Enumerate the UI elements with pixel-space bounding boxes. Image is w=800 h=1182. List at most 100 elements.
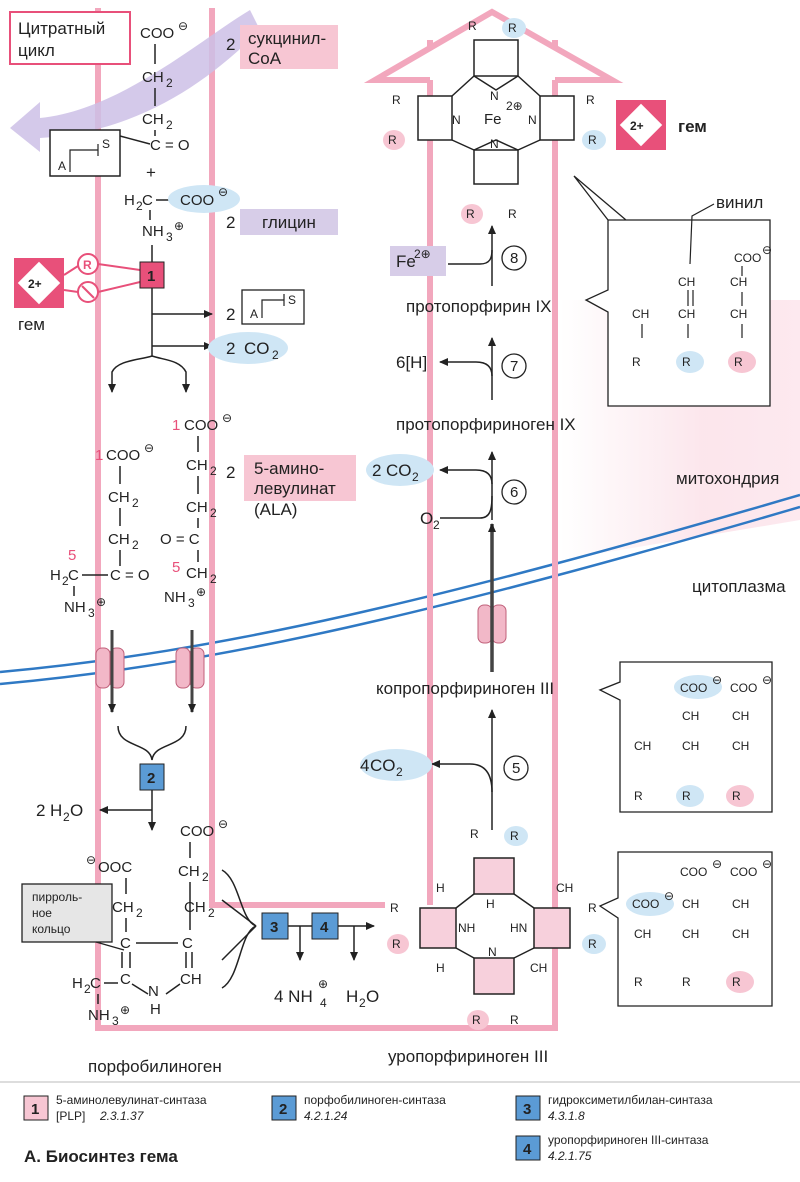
ala-left-structure: 1 COO ⊖ CH 2 CH 2 5 H 2 C C = O NH 3 ⊕	[50, 441, 154, 620]
uroporphyrinogen-structure	[419, 857, 571, 995]
enzyme-3-num: 3	[270, 919, 278, 936]
svg-text:2: 2	[433, 518, 440, 532]
ch2-label: CH	[142, 69, 164, 86]
svg-text:5: 5	[68, 547, 76, 564]
legend-item-2: 2 порфобилиноген-синтаза 4.2.1.24	[271, 1093, 446, 1123]
svg-text:CH: CH	[730, 275, 747, 289]
glycine-label: глицин	[262, 213, 316, 232]
svg-text:CH: CH	[682, 709, 699, 723]
heme-regulator-left: 2+ гем R	[14, 253, 141, 334]
heme-label-left: гем	[18, 315, 45, 334]
svg-text:3: 3	[88, 606, 95, 620]
porphobilinogen-label: порфобилиноген	[88, 1057, 222, 1076]
ammonium-label: 4 NH	[274, 987, 313, 1006]
ala-highlight	[244, 455, 356, 501]
step1-outputs: 2 A S 2 CO 2	[108, 288, 305, 393]
legend-4-ec: 4.2.1.75	[548, 1149, 592, 1163]
svg-text:2: 2	[84, 982, 91, 996]
water-label-1: 2	[36, 801, 45, 820]
svg-text:⊖: ⊖	[762, 857, 772, 871]
svg-text:N: N	[490, 137, 499, 151]
pyrrole-label-2: ное	[32, 906, 52, 920]
svg-text:CH: CH	[682, 739, 699, 753]
svg-text:4: 4	[320, 996, 327, 1010]
legend-1-extra: [PLP]	[56, 1109, 85, 1123]
svg-text:A: A	[250, 307, 258, 321]
svg-text:OOC: OOC	[98, 859, 132, 876]
svg-text:CH: CH	[634, 927, 651, 941]
svg-text:N: N	[488, 945, 497, 959]
svg-text:COO: COO	[680, 865, 707, 879]
step-8-num: 8	[510, 250, 518, 267]
enzyme-1-num: 1	[147, 268, 155, 285]
svg-text:CH: CH	[682, 897, 699, 911]
fe-highlight	[390, 246, 446, 276]
mitochondria-label: митохондрия	[676, 469, 779, 488]
svg-text:N: N	[490, 89, 499, 103]
svg-text:⊕: ⊕	[120, 1003, 130, 1017]
ala-label-3: (ALA)	[254, 500, 297, 519]
svg-text:N: N	[452, 113, 461, 127]
svg-text:COO: COO	[730, 681, 757, 695]
ala-right-structure: 1 COO ⊖ CH 2 CH 2 O = C 5 CH 2 NH 3 ⊕	[160, 411, 232, 610]
hydrogen-label: 6[H]	[396, 353, 427, 372]
svg-text:COO: COO	[184, 417, 218, 434]
svg-text:2: 2	[210, 464, 217, 478]
enzyme-legend: 1 5-аминолевулинат-синтаза [PLP] 2.3.1.3…	[23, 1093, 713, 1163]
svg-text:CH: CH	[180, 971, 202, 988]
svg-text:R: R	[466, 207, 475, 221]
enzyme-1-box	[139, 261, 165, 289]
svg-text:2: 2	[63, 810, 70, 824]
svg-text:R: R	[682, 789, 691, 803]
o2-label: O	[420, 509, 433, 528]
legend-2-name: порфобилиноген-синтаза	[304, 1093, 446, 1107]
uroporphyrinogen-label: уропорфириноген III	[388, 1047, 548, 1066]
step-6-circle	[501, 479, 527, 505]
svg-text:CH: CH	[112, 899, 134, 916]
svg-text:⊖: ⊖	[762, 243, 772, 257]
step-5-circle	[503, 755, 529, 781]
svg-text:⊖: ⊖	[712, 857, 722, 871]
svg-text:O: O	[366, 987, 379, 1006]
svg-text:R: R	[732, 975, 741, 989]
legend-1-ec: 2.3.1.37	[99, 1109, 145, 1123]
heme-structure	[417, 39, 575, 185]
enzyme-2-num: 2	[147, 770, 155, 787]
svg-text:R: R	[468, 19, 477, 33]
protoporphyrin-sidechains-box: винил COO ⊖ CH CH CH CH CH R R R	[573, 175, 772, 407]
minus-sign: ⊖	[178, 19, 188, 33]
svg-text:3: 3	[188, 596, 195, 610]
enzyme-2-box	[139, 763, 165, 791]
c-eq-o-label: C = O	[150, 137, 190, 154]
svg-text:R: R	[682, 355, 691, 369]
svg-text:R: R	[510, 1013, 519, 1027]
svg-text:CH: CH	[678, 275, 695, 289]
svg-text:CH: CH	[682, 927, 699, 941]
transporter-middle	[175, 647, 205, 689]
merge-bracket	[117, 725, 187, 761]
svg-text:H: H	[436, 881, 445, 895]
svg-text:R: R	[632, 355, 641, 369]
svg-text:C: C	[120, 971, 131, 988]
svg-text:2: 2	[412, 470, 419, 484]
svg-text:O = C: O = C	[160, 531, 200, 548]
svg-text:H: H	[72, 975, 83, 992]
svg-text:3: 3	[523, 1101, 531, 1118]
svg-text:CH: CH	[632, 307, 649, 321]
heme-label-right: гем	[678, 117, 707, 136]
cytoplasm-label: цитоплазма	[692, 577, 786, 596]
svg-text:⊖: ⊖	[712, 673, 722, 687]
protoporphyrinogen-label: протопорфириноген IX	[396, 415, 576, 434]
svg-text:CH: CH	[732, 709, 749, 723]
figure-caption: А. Биосинтез гема	[24, 1147, 178, 1166]
co2-label: CO	[244, 339, 270, 358]
fe-label: Fe	[396, 252, 416, 271]
coa-symbol-box	[49, 129, 121, 177]
nh3-label: NH	[142, 223, 164, 240]
svg-text:CH: CH	[730, 307, 747, 321]
legend-item-4: 4 уропорфириноген III-синтаза 4.2.1.75	[515, 1133, 709, 1163]
svg-text:CH: CH	[178, 863, 200, 880]
svg-text:2: 2	[359, 996, 366, 1010]
legend-2-ec: 4.2.1.24	[304, 1109, 348, 1123]
